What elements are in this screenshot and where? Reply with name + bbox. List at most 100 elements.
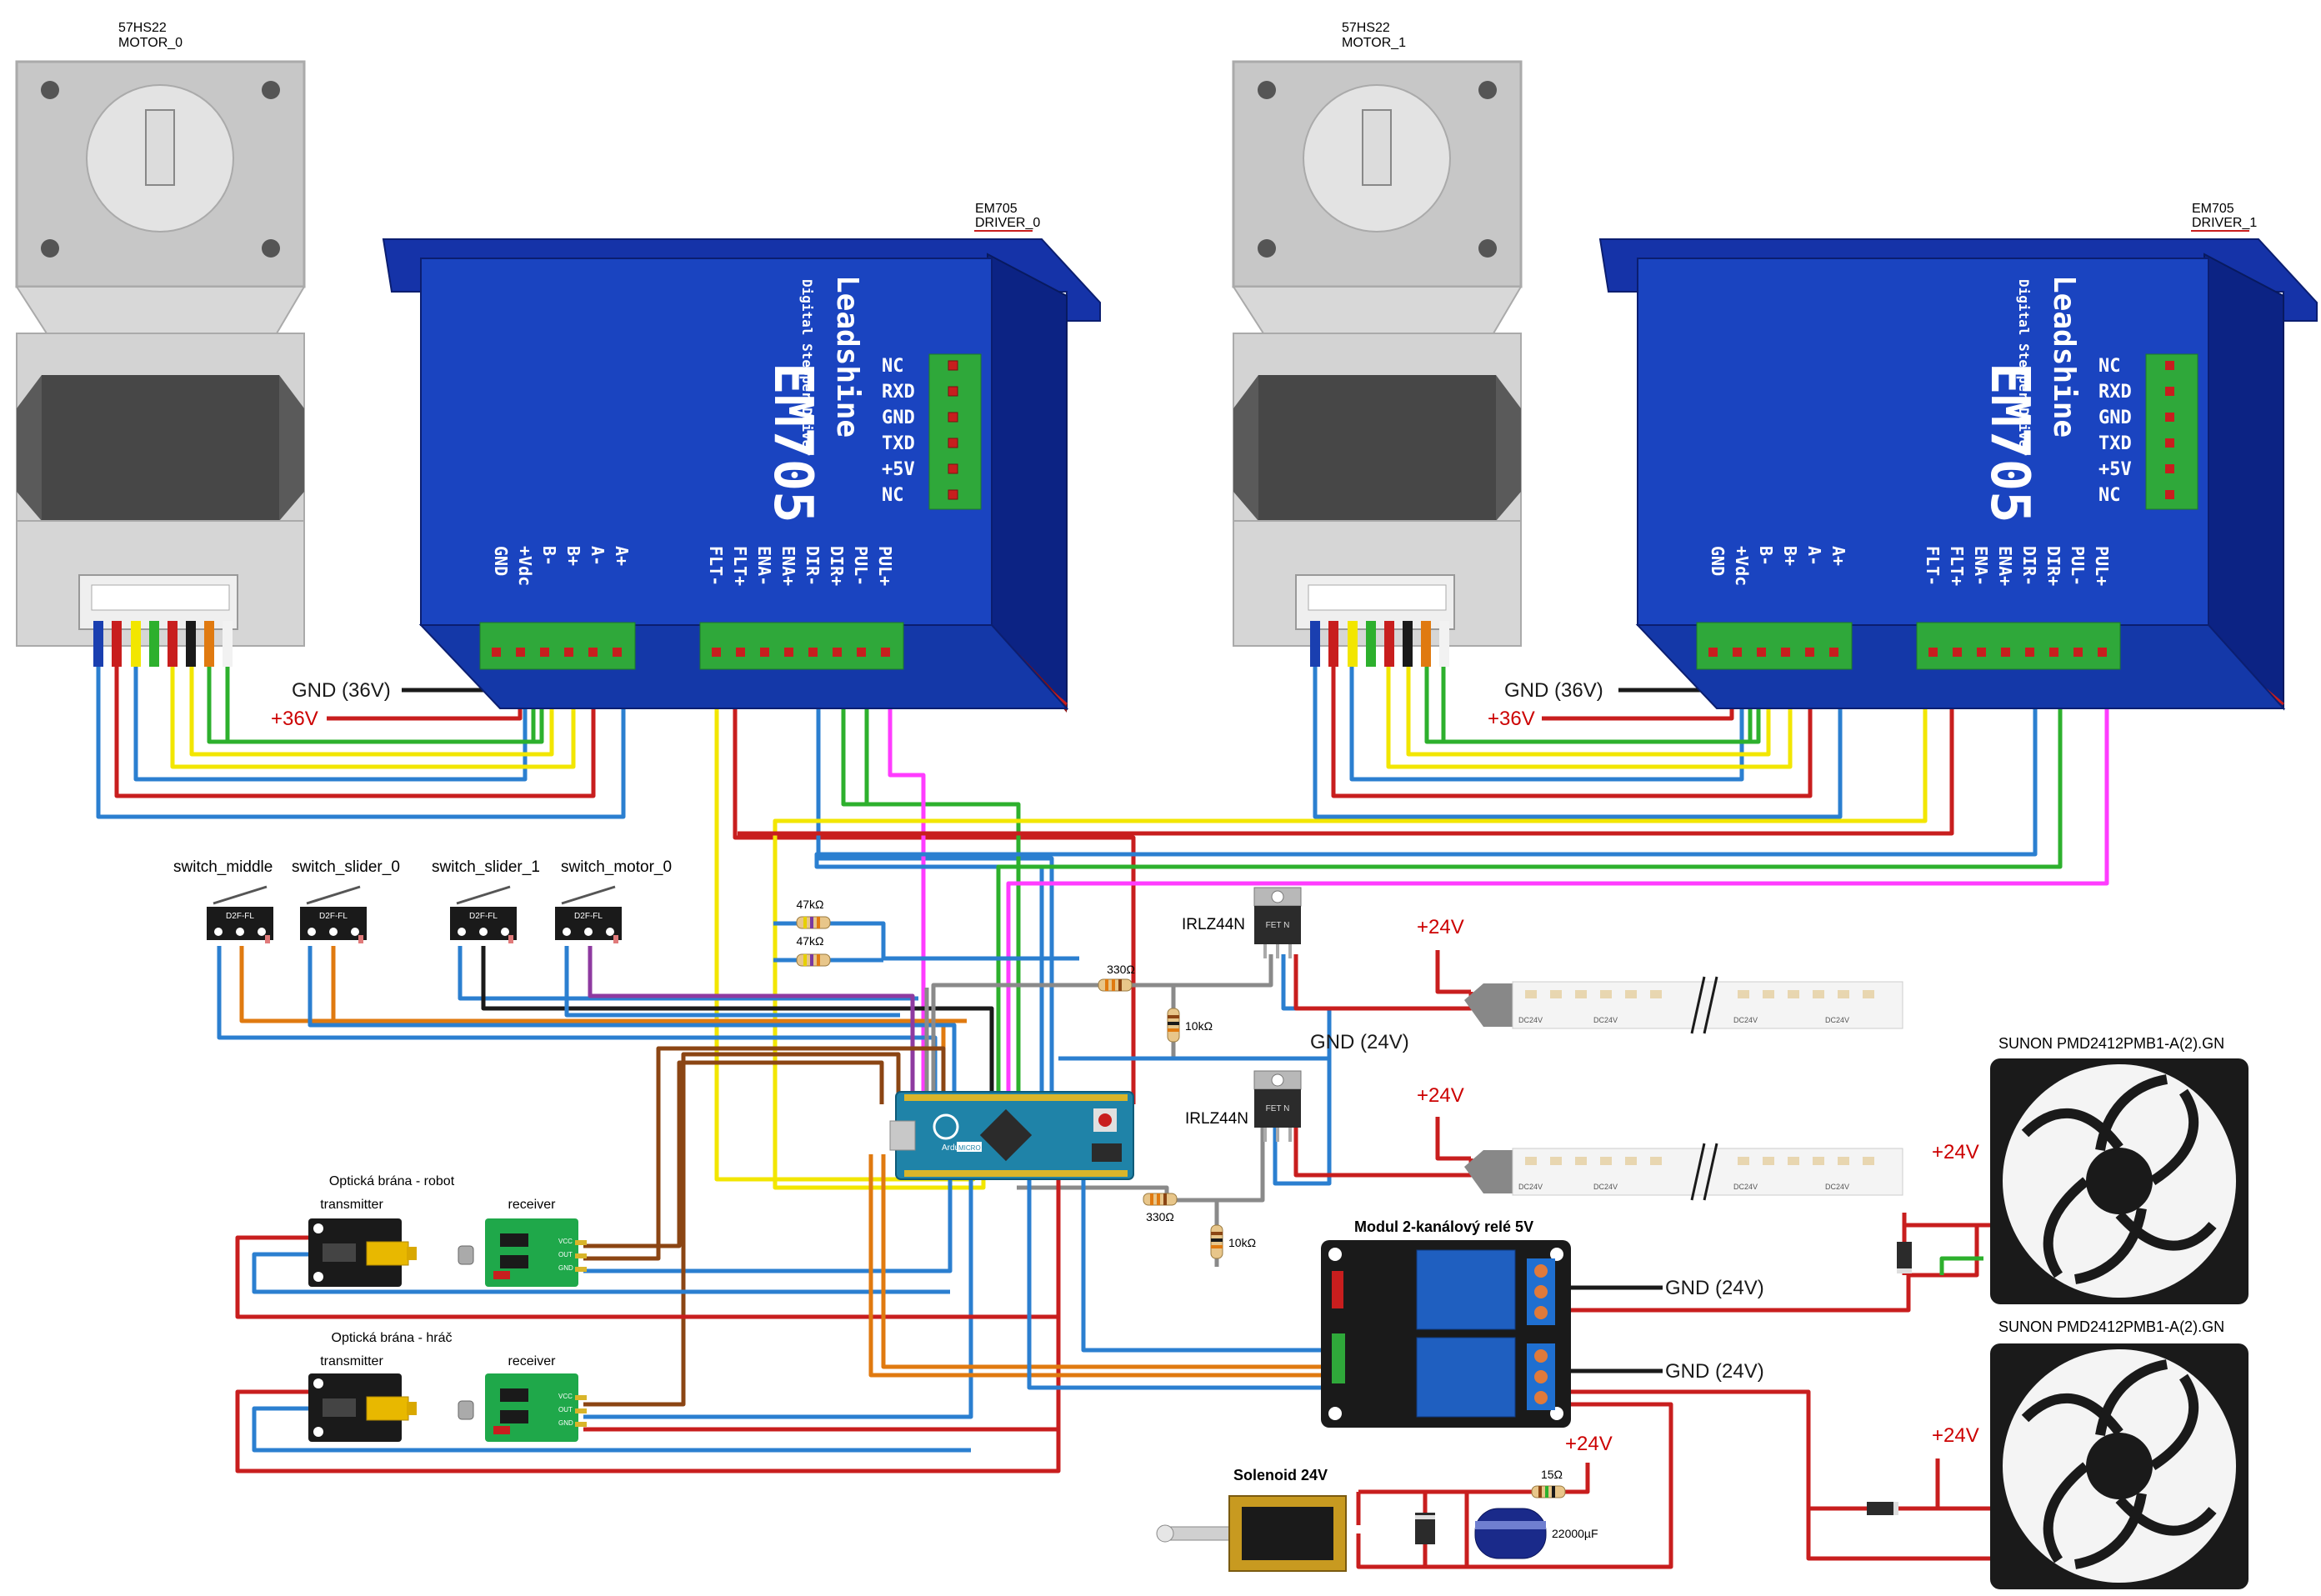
gnd-36v-label: GND (36V) xyxy=(1504,679,1603,702)
gnd-24v-label: GND (24V) xyxy=(1665,1360,1764,1383)
led-pad-label: DC24V xyxy=(1825,1183,1849,1191)
switch-label: switch_slider_1 xyxy=(432,858,540,876)
driver-power-pins: GND +Vdc B- B+ A- A+ xyxy=(479,546,636,670)
pin-label: RXD xyxy=(2098,382,2132,403)
led-pad-label: DC24V xyxy=(1825,1016,1849,1024)
pin-label: TXD xyxy=(2098,433,2132,454)
switch-motor-0: D2F-FL xyxy=(555,885,622,943)
receiver-pin-label: GND xyxy=(558,1419,573,1427)
switch-middle: D2F-FL xyxy=(207,885,273,943)
fan-label: SUNON PMD2412PMB1-A(2).GN xyxy=(1998,1318,2224,1335)
pin-label: GND xyxy=(2098,408,2132,428)
switch-slider-0: D2F-FL xyxy=(300,885,367,943)
led-pad-label: DC24V xyxy=(1518,1016,1543,1024)
pin-label: FLT+ xyxy=(730,546,750,586)
relay-title: Modul 2-kanálový relé 5V xyxy=(1354,1218,1533,1235)
solenoid-label: Solenoid 24V xyxy=(1233,1467,1328,1483)
switch-slider-1: D2F-FL xyxy=(450,885,517,943)
driver-subtitle: Digital Stepper Driver xyxy=(799,279,815,456)
pin-label: B- xyxy=(539,546,559,566)
pin-label: GND xyxy=(491,546,511,576)
switch-label: switch_middle xyxy=(173,858,273,876)
switch-part-label: D2F-FL xyxy=(574,912,603,921)
fan-label: SUNON PMD2412PMB1-A(2).GN xyxy=(1998,1035,2224,1052)
gnd-24v-label: GND (24V) xyxy=(1665,1277,1764,1299)
motor-0: 57HS22 MOTOR_0 xyxy=(15,21,306,667)
switch-part-label: D2F-FL xyxy=(319,912,348,921)
pin-label: RXD xyxy=(882,382,915,403)
plus-36v-label: +36V xyxy=(271,708,318,730)
relay-module: Modul 2-kanálový relé 5V xyxy=(1321,1218,1571,1428)
resistor-330-b: 330Ω xyxy=(1143,1193,1178,1223)
motor-name-label: MOTOR_1 xyxy=(1342,36,1406,50)
mosfet-label: IRLZ44N xyxy=(1182,916,1245,933)
resistors: 47kΩ 47kΩ 330Ω 10kΩ 330Ω 10kΩ xyxy=(796,898,1566,1498)
receiver-pin-label: OUT xyxy=(558,1406,573,1413)
pin-label: FLT+ xyxy=(1947,546,1967,586)
pin-label: GND xyxy=(882,408,915,428)
led-pad-label: DC24V xyxy=(1593,1183,1618,1191)
plus-24v-label: +24V xyxy=(1932,1424,1979,1447)
pin-label: NC xyxy=(2098,485,2121,506)
arduino-micro: Arduino MICRO xyxy=(889,1091,1134,1180)
pin-label: +5V xyxy=(882,459,915,480)
capacitor: 22000µF xyxy=(1474,1508,1598,1559)
pin-label: ENA+ xyxy=(1995,546,2015,586)
mosfet-label: IRLZ44N xyxy=(1185,1110,1248,1128)
diode-2 xyxy=(1867,1502,1898,1515)
pin-label: B+ xyxy=(563,546,583,566)
pin-label: GND xyxy=(1708,546,1728,576)
switch-label: switch_motor_0 xyxy=(561,858,672,876)
pin-label: +5V xyxy=(2098,459,2132,480)
pin-label: DIR+ xyxy=(2043,546,2063,586)
resistor-label: 47kΩ xyxy=(796,898,823,911)
pin-label: PUL+ xyxy=(875,546,895,586)
driver-model-label: EM705 xyxy=(975,202,1018,216)
motor-1: 57HS22 MOTOR_1 xyxy=(1232,21,1523,667)
led-pad-label: DC24V xyxy=(1518,1183,1543,1191)
pin-label: TXD xyxy=(882,433,915,454)
resistor-label: 47kΩ xyxy=(796,934,823,948)
pin-label: A+ xyxy=(612,546,632,566)
resistor-15: 15Ω xyxy=(1531,1468,1566,1498)
pin-label: B- xyxy=(1756,546,1776,566)
optical-gate-robot: Optická brána - robot transmitter receiv… xyxy=(308,1174,587,1287)
motor-model-label: 57HS22 xyxy=(1342,21,1390,35)
transmitter-label: transmitter xyxy=(320,1198,383,1212)
pin-label: PUL- xyxy=(2068,546,2088,586)
pin-label: DIR- xyxy=(2019,546,2039,586)
motor-model-label: 57HS22 xyxy=(118,21,167,35)
driver-brand: Leadshine xyxy=(830,275,864,438)
driver-0: EM705 DRIVER_0 Leadshine Digital Stepper… xyxy=(382,202,1101,713)
led-strip-2: +24V DC24V DC24V DC24V DC24V xyxy=(1417,1084,1903,1201)
resistor-47k-b: 47kΩ xyxy=(796,934,831,967)
driver-subtitle: Digital Stepper Driver xyxy=(2016,279,2032,456)
driver-brand: Leadshine xyxy=(2047,275,2081,438)
mosfet-1: IRLZ44N FET N xyxy=(1182,887,1302,958)
pin-label: DIR- xyxy=(803,546,823,586)
pin-label: B+ xyxy=(1780,546,1800,566)
driver-title: EM705 xyxy=(762,363,823,523)
pin-label: NC xyxy=(882,356,904,377)
capacitor-label: 22000µF xyxy=(1552,1527,1598,1540)
led-pad-label: DC24V xyxy=(1733,1183,1758,1191)
pin-label: DIR+ xyxy=(827,546,847,586)
arduino-brand: Arduino xyxy=(942,1143,971,1153)
driver-model-label: EM705 xyxy=(2192,202,2234,216)
resistor-label: 330Ω xyxy=(1146,1210,1174,1223)
mosfet-2: IRLZ44N FET N xyxy=(1185,1070,1302,1142)
receiver-pin-label: VCC xyxy=(558,1238,573,1245)
pin-label: A- xyxy=(588,546,608,566)
solenoid-diode xyxy=(1415,1513,1435,1544)
gnd-36v-label: GND (36V) xyxy=(292,679,391,702)
driver-comm-pins: NC RXD GND TXD +5V NC xyxy=(2098,353,2198,510)
resistor-10k-a: 10kΩ xyxy=(1167,1008,1213,1043)
optical-gate-title: Optická brána - hráč xyxy=(332,1331,453,1345)
pin-label: PUL+ xyxy=(2092,546,2112,586)
diode-1 xyxy=(1897,1242,1912,1273)
switch-part-label: D2F-FL xyxy=(226,912,254,921)
arduino-model: MICRO xyxy=(958,1144,981,1152)
driver-title: EM705 xyxy=(1978,363,2040,523)
switch-part-label: D2F-FL xyxy=(469,912,498,921)
